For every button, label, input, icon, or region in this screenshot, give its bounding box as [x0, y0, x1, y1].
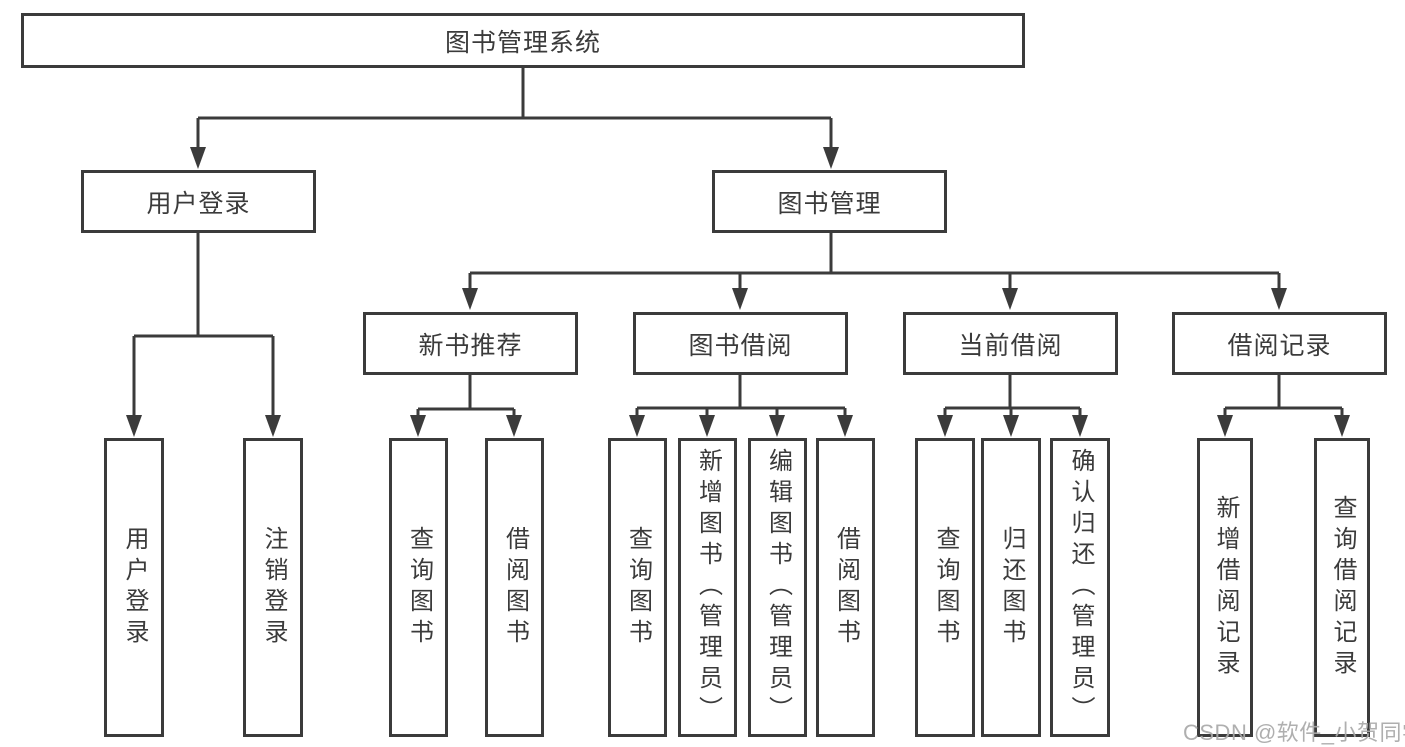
arrowhead-icon: [126, 415, 142, 437]
leaf-borrowing-add-book-admin: 新增图书（管理员）: [678, 438, 737, 737]
leaf-borrowing-edit-book-admin: 编辑图书（管理员）: [748, 438, 807, 737]
arrowhead-icon: [823, 147, 839, 169]
arrowhead-icon: [1217, 415, 1233, 437]
node-book-borrowing: 图书借阅: [633, 312, 848, 375]
leaf-logout: 注销登录: [243, 438, 303, 737]
arrowhead-icon: [837, 415, 853, 437]
node-current-borrowing: 当前借阅: [903, 312, 1118, 375]
arrowhead-icon: [506, 415, 522, 437]
node-user-login: 用户登录: [81, 170, 316, 233]
arrowhead-icon: [769, 415, 785, 437]
arrowhead-icon: [629, 415, 645, 437]
leaf-borrowing-borrow-books: 借阅图书: [816, 438, 875, 737]
node-book-management: 图书管理: [712, 170, 947, 233]
node-library-management-system: 图书管理系统: [21, 13, 1025, 68]
arrowhead-icon: [1334, 415, 1350, 437]
leaf-current-return-books: 归还图书: [981, 438, 1041, 737]
arrowhead-icon: [732, 288, 748, 310]
leaf-records-query-borrow-record: 查询借阅记录: [1314, 438, 1370, 737]
arrowhead-icon: [1002, 288, 1018, 310]
arrowhead-icon: [265, 415, 281, 437]
leaf-newbooks-borrow-books: 借阅图书: [485, 438, 544, 737]
connector-borrowing-leaves: [635, 408, 847, 416]
leaf-newbooks-query-books: 查询图书: [389, 438, 448, 737]
connector-records-leaves: [1223, 408, 1344, 416]
csdn-watermark: CSDN @软件_小贺同学: [1183, 720, 1405, 745]
leaf-current-query-books: 查询图书: [915, 438, 975, 737]
node-new-book-recommendation: 新书推荐: [363, 312, 578, 375]
leaf-borrowing-query-books: 查询图书: [608, 438, 667, 737]
connector-current-leaves: [943, 408, 1082, 416]
arrowhead-icon: [190, 147, 206, 169]
node-borrowing-records: 借阅记录: [1172, 312, 1387, 375]
arrowhead-icon: [1271, 288, 1287, 310]
leaf-current-confirm-return-admin: 确认归还（管理员）: [1050, 438, 1110, 737]
arrowhead-icon: [699, 415, 715, 437]
leaf-records-add-borrow-record: 新增借阅记录: [1197, 438, 1253, 737]
arrowhead-icon: [937, 415, 953, 437]
arrowhead-icon: [462, 288, 478, 310]
connector-newbooks-leaves: [416, 409, 516, 416]
leaf-user-login: 用户登录: [104, 438, 164, 737]
arrowhead-icon: [410, 415, 426, 437]
arrowhead-icon: [1003, 415, 1019, 437]
arrowhead-icon: [1072, 415, 1088, 437]
